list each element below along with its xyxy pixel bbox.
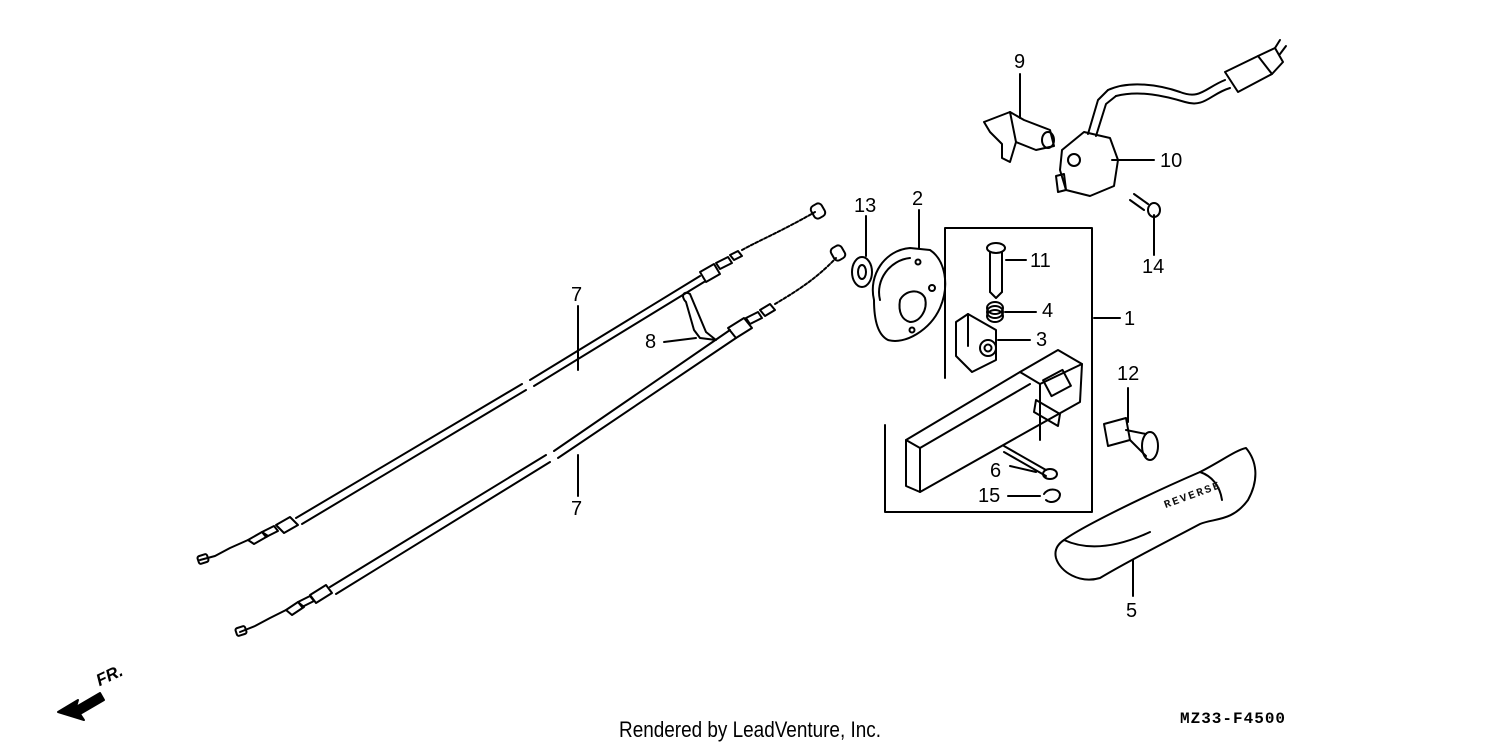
spring [986,301,1004,323]
cable-clip [682,291,717,341]
neutral-switch [1055,39,1287,197]
switch-housing [871,247,947,342]
callout-9[interactable]: 9 [1014,51,1026,73]
screw [1129,193,1161,218]
callout-12[interactable]: 12 [1117,363,1140,385]
pivot [955,313,997,373]
assembly-box [884,227,1093,513]
callout-11[interactable]: 11 [1030,250,1051,272]
callout-5[interactable]: 5 [1126,600,1138,622]
shoulder-bolt [1103,417,1159,461]
front-arrow-icon [57,692,105,721]
callout-14[interactable]: 14 [1142,256,1165,278]
bolt [986,242,1006,299]
cable-lower [234,244,847,637]
rendered-by-credit: Rendered by LeadVenture, Inc. [619,717,881,742]
handle-arm [905,349,1083,493]
callout-7a[interactable]: 7 [571,284,583,306]
callout-3[interactable]: 3 [1036,329,1048,351]
callout-10[interactable]: 10 [1160,150,1183,172]
pin [1003,445,1058,480]
callout-8[interactable]: 8 [645,331,657,353]
reverse-grip [1054,447,1257,581]
callout-1[interactable]: 1 [1124,308,1136,330]
callout-6[interactable]: 6 [990,460,1002,482]
e-clip [1043,488,1061,503]
washer [851,256,873,288]
diagram-code: MZ33-F4500 [1180,710,1287,728]
cable-upper [196,202,827,565]
callout-7b[interactable]: 7 [571,498,583,520]
callout-15[interactable]: 15 [978,485,1001,507]
switch-cover [983,111,1055,163]
callout-4[interactable]: 4 [1042,300,1054,322]
callout-13[interactable]: 13 [854,195,877,217]
callout-2[interactable]: 2 [912,188,924,210]
